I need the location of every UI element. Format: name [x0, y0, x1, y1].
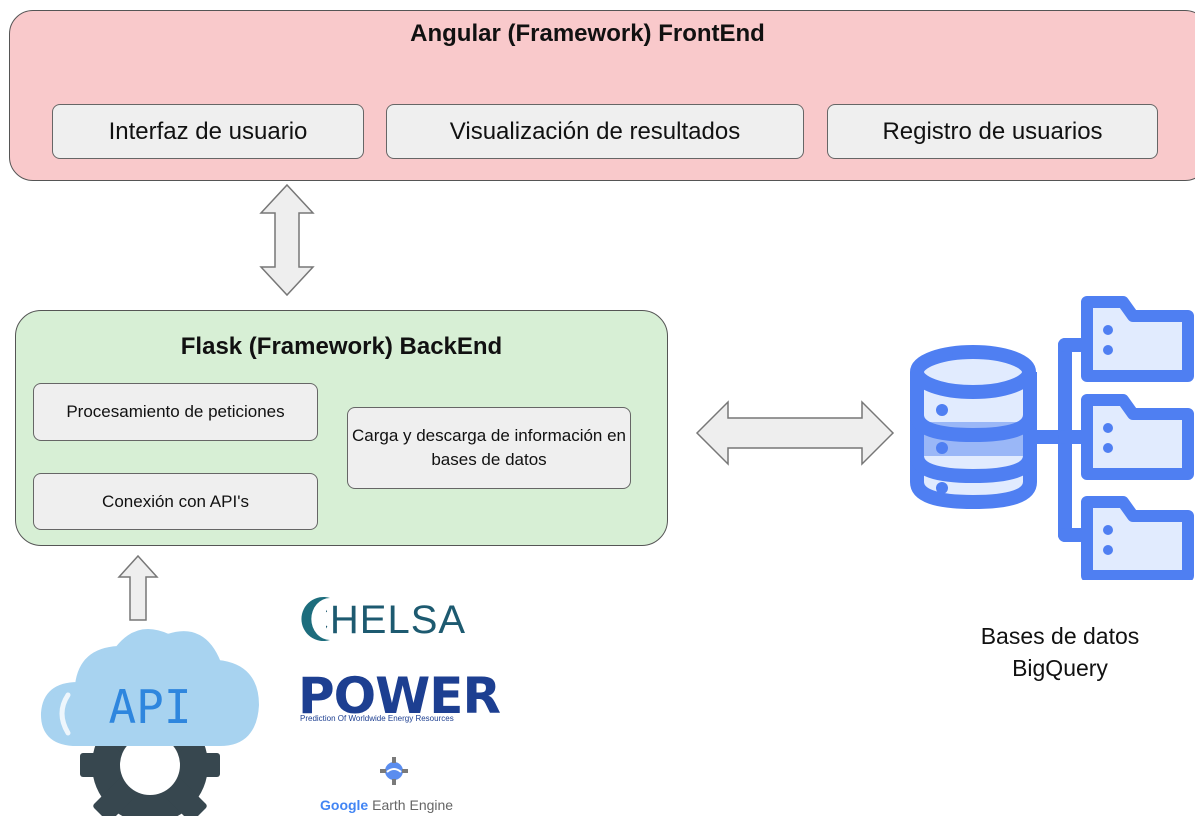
frontend-backend-arrow [259, 183, 315, 297]
frontend-box-user-interface: Interfaz de usuario [52, 104, 364, 159]
api-cloud-text: API [108, 680, 191, 734]
api-cloud-icon: API [40, 629, 260, 816]
chelsa-logo-text: CHELSA [300, 598, 467, 642]
earth-engine-logo: Google Earth Engine [320, 797, 453, 813]
backend-title: Flask (Framework) BackEnd [180, 333, 503, 360]
database-label-line1: Bases de datos [980, 623, 1140, 649]
chelsa-moon-icon [301, 597, 330, 641]
earth-engine-google: Google [320, 797, 369, 813]
power-logo: POWER [298, 667, 501, 725]
backend-box-database-io: Carga y descarga de información en bases… [347, 407, 631, 489]
frontend-box-user-registry: Registro de usuarios [827, 104, 1158, 159]
backend-box-api-connection: Conexión con API's [33, 473, 318, 530]
api-connection-label: Conexión con API's [102, 491, 249, 511]
backend-database-arrow [695, 400, 895, 466]
database-label: Bases de datos BigQuery [930, 620, 1190, 684]
database-label-line2: BigQuery [1012, 655, 1108, 681]
earth-engine-icon [380, 757, 408, 785]
frontend-box-results: Visualización de resultados [386, 104, 804, 159]
frontend-title: Angular (Framework) FrontEnd [410, 20, 765, 47]
api-backend-arrow [117, 554, 159, 621]
database-icon [910, 296, 1194, 580]
chelsa-logo: CHELSA [326, 598, 466, 643]
earth-engine-label: Earth Engine [372, 797, 454, 813]
power-logo-subtitle: Prediction Of Worldwide Energy Resources [300, 714, 454, 723]
backend-box-processing: Procesamiento de peticiones [33, 383, 318, 441]
